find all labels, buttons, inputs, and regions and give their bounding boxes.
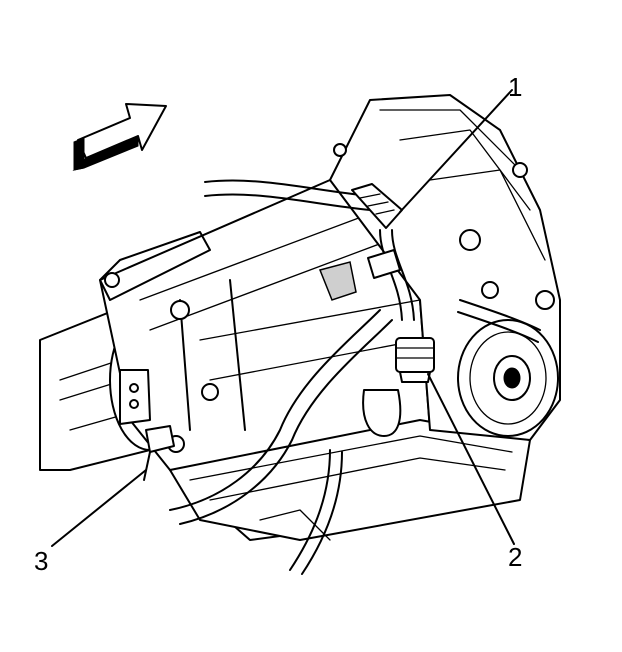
callout-3: 3	[34, 546, 49, 576]
connector-1	[351, 183, 403, 279]
wiring-harness	[169, 179, 541, 575]
direction-arrow-icon	[72, 103, 167, 171]
torque-converter	[457, 319, 559, 437]
oil-pan	[169, 419, 531, 541]
callout-2: 2	[508, 542, 523, 572]
connector-3	[119, 369, 175, 481]
leader-line-3	[51, 469, 147, 547]
callout-1: 1	[508, 72, 523, 102]
leader-line-1	[399, 89, 513, 213]
connector-2	[362, 337, 435, 437]
leader-line-2	[427, 373, 515, 545]
leader-lines	[51, 89, 515, 547]
